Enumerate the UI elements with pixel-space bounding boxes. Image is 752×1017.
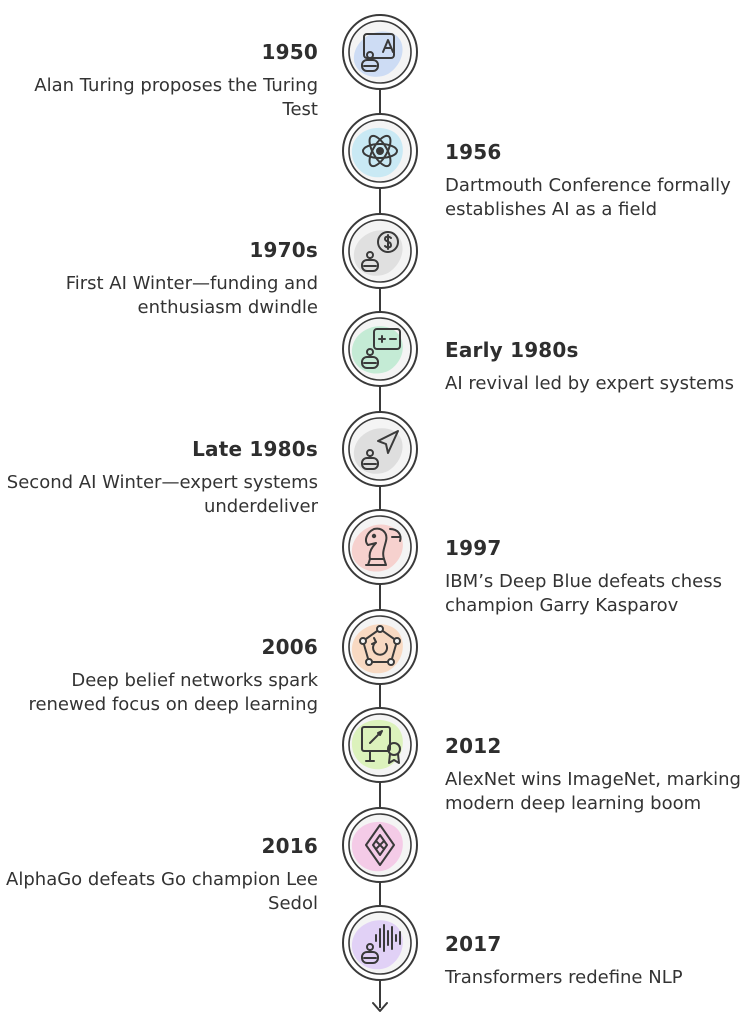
network-cycle-icon (359, 625, 401, 666)
node-2016 (342, 807, 418, 883)
accent-blob (353, 230, 403, 276)
event-year: 1950 (261, 40, 318, 64)
event-description: AlexNet wins ImageNet, marking modern de… (445, 769, 741, 814)
robot-calculator-icon (361, 328, 401, 369)
node-late-1980s (342, 411, 418, 487)
event-description: Alan Turing proposes the Turing Test (34, 75, 318, 120)
event-description: IBM’s Deep Blue defeats chess champion G… (445, 571, 722, 616)
award-easel-icon (361, 726, 401, 764)
chess-knight-icon (365, 527, 402, 566)
event-description: First AI Winter—funding and enthusiasm d… (65, 273, 318, 318)
event-late-1980s: Late 1980s Second AI Winter—expert syste… (0, 437, 318, 519)
event-description: AI revival led by expert systems (445, 373, 735, 394)
atom-icon (362, 134, 398, 168)
event-year: 1997 (445, 536, 502, 560)
robot-dollar-icon (361, 231, 399, 272)
robot-arrow-icon (361, 430, 399, 470)
event-description: Deep belief networks spark renewed focus… (28, 670, 318, 715)
event-2012: 2012 AlexNet wins ImageNet, marking mode… (445, 734, 745, 816)
event-year: Early 1980s (445, 338, 579, 362)
event-year: 2016 (261, 834, 318, 858)
event-year: 1956 (445, 140, 502, 164)
node-early-1980s (342, 311, 418, 387)
robot-soundwave-icon (361, 924, 401, 964)
event-1997: 1997 IBM’s Deep Blue defeats chess champ… (445, 536, 745, 618)
event-year: Late 1980s (192, 437, 318, 461)
event-description: AlphaGo defeats Go champion Lee Sedol (6, 869, 318, 914)
node-2006 (342, 609, 418, 685)
event-2017: 2017 Transformers redefine NLP (445, 932, 745, 990)
event-year: 2012 (445, 734, 502, 758)
event-1956: 1956 Dartmouth Conference formally estab… (445, 140, 745, 222)
node-1970s (342, 213, 418, 289)
event-2016: 2016 AlphaGo defeats Go champion Lee Sed… (0, 834, 318, 916)
event-year: 2017 (445, 932, 502, 956)
event-description: Transformers redefine NLP (445, 967, 683, 988)
event-1970s: 1970s First AI Winter—funding and enthus… (0, 238, 318, 320)
node-2012 (342, 707, 418, 783)
robot-screen-a-icon (361, 33, 395, 72)
timeline-arrow-head (372, 1002, 388, 1012)
event-year: 1970s (249, 238, 318, 262)
accent-blob (353, 428, 403, 474)
event-2006: 2006 Deep belief networks spark renewed … (0, 635, 318, 717)
node-1950 (342, 14, 418, 90)
event-early-1980s: Early 1980s AI revival led by expert sys… (445, 338, 745, 396)
node-1997 (342, 509, 418, 585)
event-1950: 1950 Alan Turing proposes the Turing Tes… (0, 40, 318, 122)
accent-blob (351, 524, 403, 572)
event-description: Second AI Winter—expert systems underdel… (6, 472, 318, 517)
diamond-strategy-icon (365, 824, 395, 866)
node-2017 (342, 905, 418, 981)
node-1956 (342, 113, 418, 189)
event-year: 2006 (261, 635, 318, 659)
event-description: Dartmouth Conference formally establishe… (445, 175, 731, 220)
